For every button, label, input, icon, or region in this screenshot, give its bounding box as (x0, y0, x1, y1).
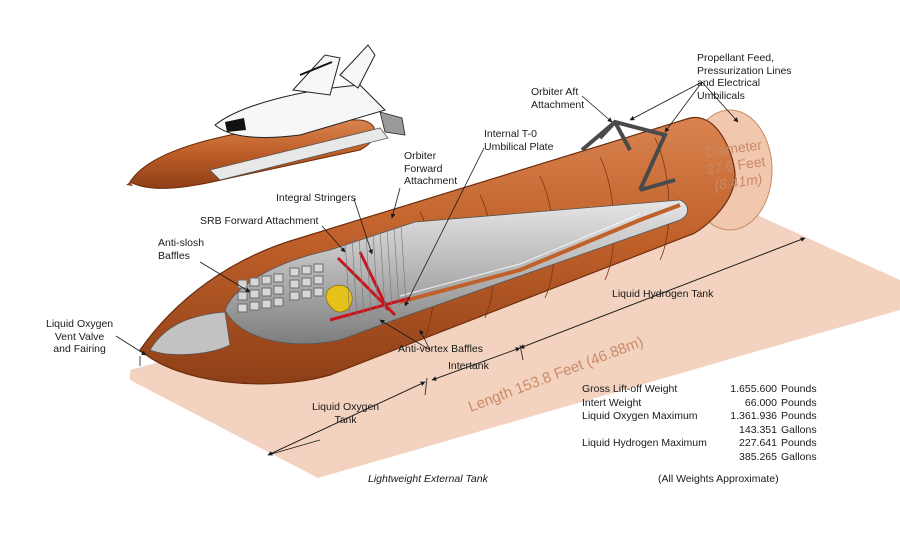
ground-shadow-band (130, 205, 900, 478)
label-srb-forward-attachment: SRB Forward Attachment (200, 215, 319, 227)
label-integral-stringers: Integral Stringers (276, 192, 356, 204)
aft-attachment-truss (580, 119, 676, 192)
fuel-patch (325, 284, 353, 313)
label-anti-vortex-baffles: Anti-vortex Baffles (398, 343, 484, 355)
dimension-lines (139, 237, 806, 456)
weights-approximate-note: (All Weights Approximate) (658, 473, 779, 485)
label-propellant-feed: Propellant Feed,Pressurization Lines and… (697, 52, 792, 102)
orbiter-illustration (126, 44, 406, 189)
integral-stringer-hatching (344, 223, 407, 321)
label-intertank: Intertank (448, 360, 489, 372)
leader-lines (115, 81, 739, 356)
lh2-feed-line (399, 203, 681, 304)
srb-beam (329, 251, 411, 322)
nose-fairing (149, 311, 231, 355)
figure-caption: Lightweight External Tank (368, 473, 488, 485)
anti-slosh-baffle-grid (237, 263, 324, 313)
label-liquid-hydrogen-tank: Liquid Hydrogen Tank (612, 288, 714, 300)
